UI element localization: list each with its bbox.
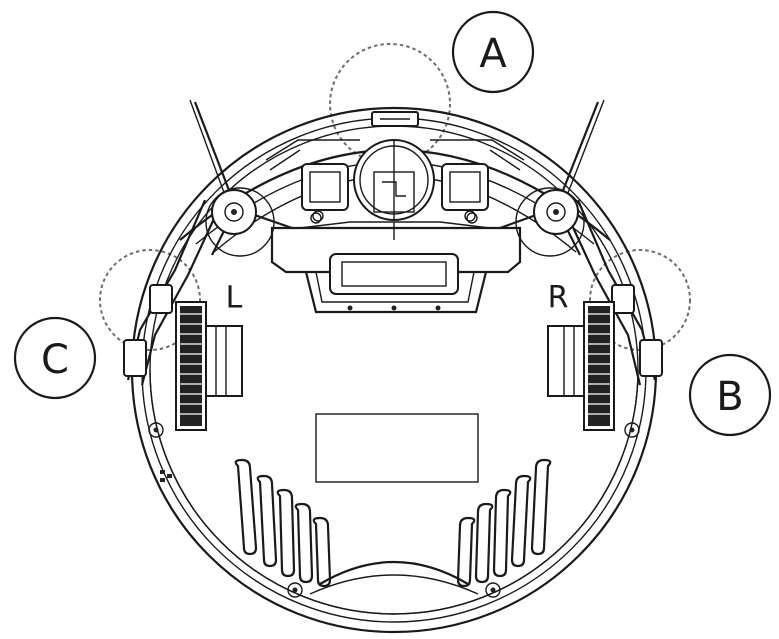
callout-c: C — [13, 316, 97, 400]
callout-a: A — [451, 10, 535, 94]
front-deck-right — [430, 139, 525, 171]
left-side-brush — [189, 99, 293, 257]
battery-cover-plate — [315, 413, 479, 483]
front-deck-left — [265, 139, 360, 171]
right-side-brush — [499, 99, 605, 257]
left-drive-wheel — [175, 301, 243, 431]
rear-vents-left — [234, 458, 332, 588]
left-side-rail — [123, 199, 219, 386]
callout-c-label: C — [41, 337, 69, 383]
callout-b: B — [688, 353, 772, 437]
right-wheel-label: R — [548, 281, 569, 316]
rear-notch — [309, 561, 479, 595]
front-left-sensor — [301, 163, 349, 224]
main-brush-housing — [270, 221, 522, 314]
callout-a-label: A — [479, 31, 507, 77]
rear-vents-right — [456, 458, 552, 588]
right-drive-wheel — [547, 301, 615, 431]
left-wheel-label: L — [226, 281, 243, 316]
front-caster-wheel — [353, 111, 435, 221]
front-right-sensor — [441, 163, 489, 224]
screws — [148, 210, 640, 598]
charging-contacts — [160, 470, 172, 482]
callout-b-label: B — [716, 374, 743, 420]
